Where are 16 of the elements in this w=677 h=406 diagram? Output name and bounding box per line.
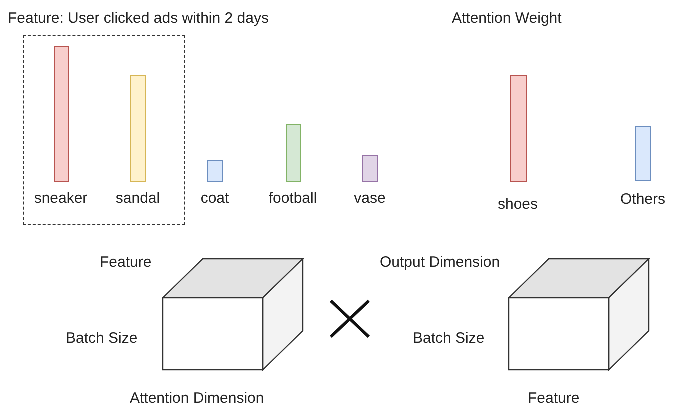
axis-label: Batch Size <box>413 330 485 348</box>
bar-label: Others <box>619 191 666 208</box>
bar-label: sneaker <box>33 190 89 207</box>
axis-label: Feature <box>528 390 580 406</box>
heading-text: Feature: User clicked ads within 2 days <box>8 10 269 28</box>
axis-label: Output Dimension <box>380 254 500 272</box>
bar-label: coat <box>200 190 230 207</box>
dashed-group-frame <box>23 35 185 225</box>
bar-label: football <box>268 190 318 207</box>
axis-label: Attention Dimension <box>130 390 264 406</box>
axis-label: Feature <box>100 254 152 272</box>
bar-label: shoes <box>496 196 540 213</box>
bar-label: sandal <box>114 190 162 207</box>
axis-label: Batch Size <box>66 330 138 348</box>
bar-label: vase <box>353 190 387 207</box>
heading-text: Attention Weight <box>452 10 562 28</box>
